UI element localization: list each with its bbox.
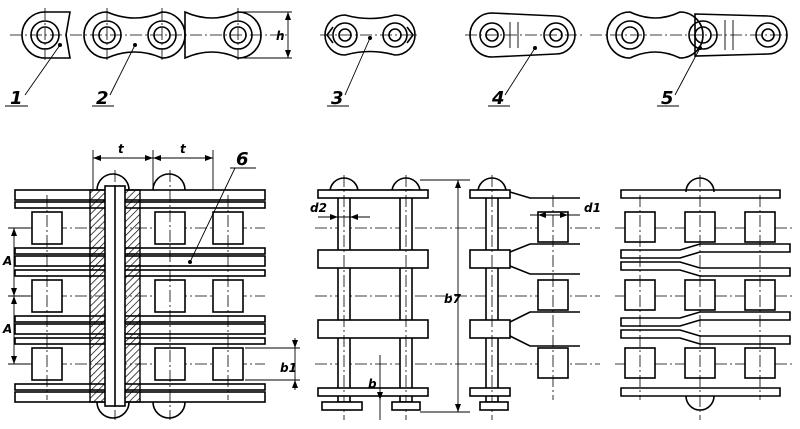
dim-h: h xyxy=(276,29,285,43)
triplex-chain-dimension-view: b7 b d2 d1 xyxy=(310,175,601,420)
dim-a-2: A xyxy=(2,322,12,336)
link-view-2: h xyxy=(83,8,292,62)
link-view-4 xyxy=(465,12,585,58)
callout-4: 4 xyxy=(491,88,505,109)
link-view-3 xyxy=(320,14,420,56)
callout-6: 6 xyxy=(236,149,249,170)
dim-b: b xyxy=(368,377,377,391)
link-view-5 xyxy=(590,11,790,59)
dim-b7: b7 xyxy=(444,292,462,306)
triplex-chain-plan-view xyxy=(615,175,795,420)
link-view-1 xyxy=(10,8,290,62)
callout-1: 1 xyxy=(10,88,23,109)
dim-t-1: t xyxy=(118,142,125,156)
dim-d2: d2 xyxy=(310,201,327,215)
callout-2: 2 xyxy=(96,88,109,109)
dim-t-2: t xyxy=(180,142,187,156)
callout-5: 5 xyxy=(661,88,674,109)
callout-leaders xyxy=(5,36,702,107)
triplex-chain-section-view: t t A A b1 6 xyxy=(2,142,300,420)
dim-b1: b1 xyxy=(280,361,297,375)
dim-a-1: A xyxy=(2,254,12,268)
callout-3: 3 xyxy=(331,88,344,109)
dim-d1: d1 xyxy=(584,201,601,215)
